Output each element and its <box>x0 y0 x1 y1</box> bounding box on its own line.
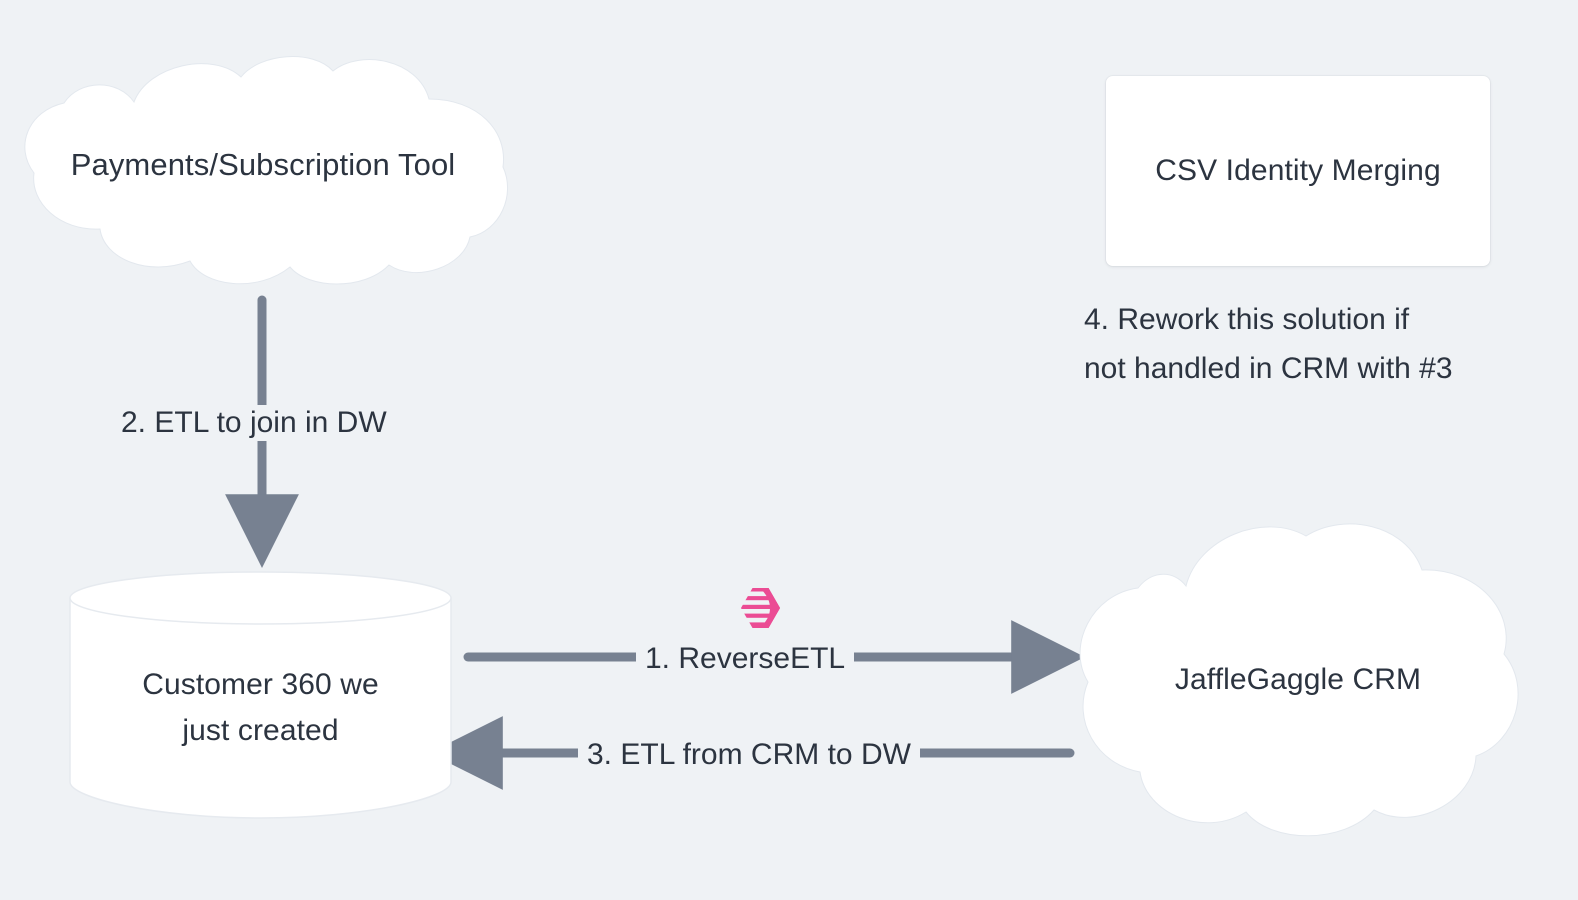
annotation-rework-note: 4. Rework this solution if not handled i… <box>1084 303 1453 385</box>
cloud-shape <box>24 56 508 285</box>
edge-label-etl-to-join-in-dw: 2. ETL to join in DW <box>112 405 396 441</box>
cylinder-shape <box>69 571 452 819</box>
node-csv-identity-merging[interactable]: CSV Identity Merging <box>1106 76 1490 266</box>
node-jafflegaggle-crm[interactable]: JaffleGaggle CRM <box>1058 520 1538 840</box>
edge-label-etl-from-crm-to-dw: 3. ETL from CRM to DW <box>578 737 920 773</box>
node-label: CSV Identity Merging <box>1155 153 1441 187</box>
cloud-shape <box>1079 523 1519 837</box>
edge-label-reverse-etl: 1. ReverseETL <box>636 641 855 677</box>
node-customer-360-database[interactable]: Customer 360 we just created <box>68 570 453 820</box>
hightouch-logo-icon <box>736 588 780 628</box>
node-payments-subscription-tool[interactable]: Payments/Subscription Tool <box>8 55 518 285</box>
